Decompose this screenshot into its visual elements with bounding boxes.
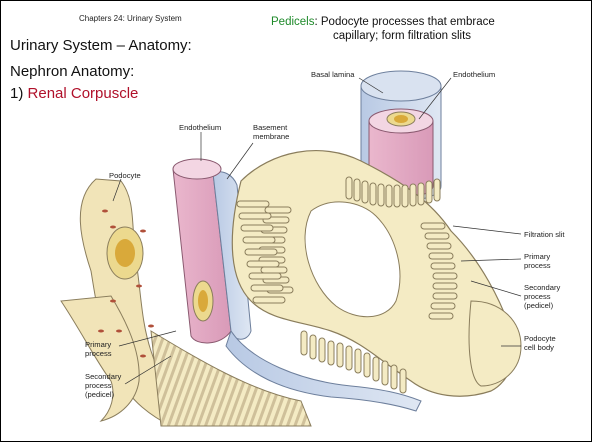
label-basal-lamina: Basal lamina	[311, 70, 354, 79]
label-filtration-slit: Filtration slit	[524, 230, 565, 239]
label-primary-process-right: Primary process	[524, 252, 551, 270]
label-endothelium-top: Endothelium	[453, 70, 495, 79]
label-secondary-process-left: Secondary process (pedicel)	[85, 372, 121, 399]
label-podocyte: Podocyte	[109, 171, 141, 180]
label-podocyte-cell-body: Podocyte cell body	[524, 334, 556, 352]
label-basement-membrane: Basement membrane	[253, 123, 289, 141]
label-primary-process-left: Primary process	[85, 340, 112, 358]
label-endothelium-left: Endothelium	[179, 123, 221, 132]
label-secondary-process-right: Secondary process (pedicel)	[524, 283, 560, 310]
